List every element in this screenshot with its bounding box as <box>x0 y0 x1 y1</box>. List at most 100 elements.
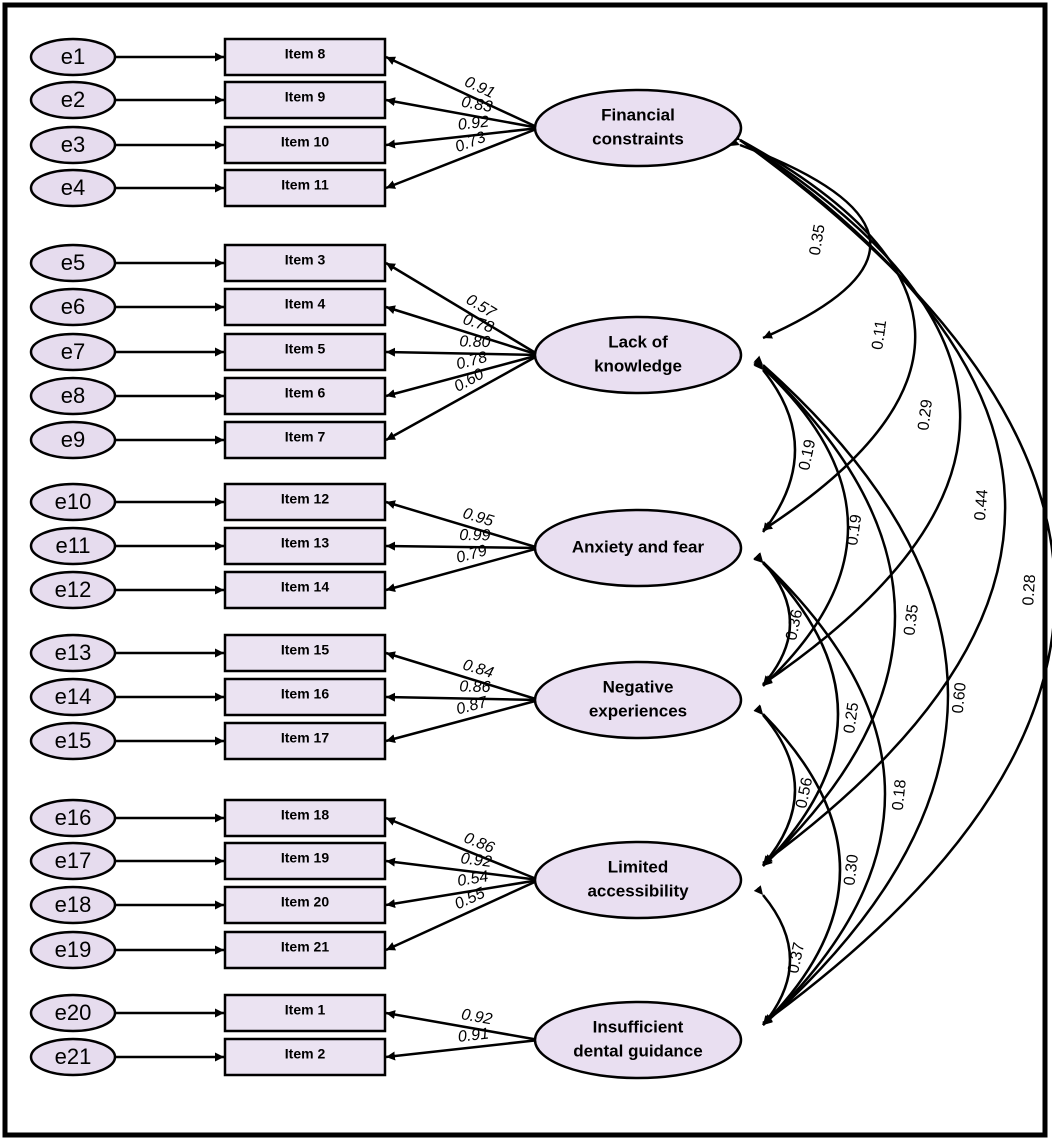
error-label: e11 <box>55 533 90 558</box>
loading-arrow <box>385 878 540 908</box>
indicator-label: Item 3 <box>285 252 326 268</box>
factor-af <box>533 508 743 588</box>
correlation-label: 0.29 <box>915 398 936 431</box>
error-term <box>29 677 117 717</box>
indicator-label: Item 14 <box>281 579 329 595</box>
error-term <box>29 332 117 372</box>
loading-arrow <box>385 857 540 882</box>
error-label: e8 <box>61 383 85 408</box>
indicator-label: Item 5 <box>285 341 326 357</box>
loading-arrow <box>385 353 540 399</box>
error-term <box>29 721 117 761</box>
indicator-box <box>223 37 387 77</box>
indicator-box <box>223 930 387 970</box>
loading-arrow <box>385 878 540 952</box>
indicator-box <box>223 841 387 881</box>
correlation-label: 0.28 <box>1020 574 1039 606</box>
loading-arrow <box>385 651 540 702</box>
error-term <box>29 125 117 165</box>
error-label: e5 <box>61 250 85 275</box>
factor-label: accessibility <box>587 881 689 900</box>
indicator-label: Item 17 <box>281 730 329 746</box>
error-term <box>29 570 117 610</box>
error-term <box>29 633 117 673</box>
indicator-label: Item 6 <box>285 385 326 401</box>
indicator-box <box>223 168 387 208</box>
factor-ne <box>533 660 743 740</box>
indicator-label: Item 19 <box>281 850 329 866</box>
error-term <box>29 243 117 283</box>
loading-label: 0.92 <box>460 850 493 871</box>
error-term <box>29 80 117 120</box>
indicator-label: Item 18 <box>281 807 329 823</box>
error-term <box>29 526 117 566</box>
error-term <box>29 993 117 1033</box>
error-label: e13 <box>55 640 92 665</box>
indicator-label: Item 21 <box>281 939 329 955</box>
error-label: e4 <box>61 175 85 200</box>
correlation-arc-lk-ig <box>753 355 950 1026</box>
indicator-box <box>223 243 387 283</box>
error-term <box>29 841 117 881</box>
factor-label: Anxiety and fear <box>572 537 705 556</box>
indicator-label: Item 4 <box>285 296 326 312</box>
factor-la <box>533 840 743 920</box>
correlation-label: 0.25 <box>841 701 862 734</box>
indicator-label: Item 13 <box>281 535 329 551</box>
loading-label: 0.54 <box>456 868 490 890</box>
indicator-box <box>223 125 387 165</box>
loading-label: 0.92 <box>457 114 490 134</box>
loading-label: 0.86 <box>459 678 491 696</box>
indicator-box <box>223 993 387 1033</box>
error-label: e2 <box>61 87 85 112</box>
error-term <box>29 376 117 416</box>
factor-label: constraints <box>592 129 684 148</box>
error-term <box>29 168 117 208</box>
correlation-arc-af-la <box>753 553 840 867</box>
error-label: e20 <box>55 1000 92 1025</box>
loading-arrows <box>115 52 540 1062</box>
indicator-label: Item 1 <box>285 1002 326 1018</box>
indicator-label: Item 7 <box>285 429 326 445</box>
correlation-label: 0.36 <box>783 608 806 642</box>
correlation-arc-ne-la <box>753 705 797 866</box>
factor-label: Limited <box>608 857 668 876</box>
correlation-arc-ne-ig <box>753 704 842 1026</box>
correlation-label: 0.35 <box>807 223 829 257</box>
factor-label: Insufficient <box>593 1017 684 1036</box>
correlation-arc-lk-la <box>753 357 897 867</box>
loading-label: 0.91 <box>457 1026 490 1046</box>
indicator-box <box>223 633 387 673</box>
factor-label: Negative <box>603 677 674 696</box>
error-term <box>29 420 117 460</box>
loading-arrow <box>385 126 540 149</box>
correlation-arc-fc-ne <box>729 131 962 686</box>
correlation-label: 0.11 <box>869 319 890 351</box>
factor-label: Lack of <box>608 332 668 351</box>
loading-label: 0.83 <box>460 94 494 116</box>
indicator-label: Item 8 <box>285 46 326 62</box>
indicator-label: Item 10 <box>281 134 329 150</box>
indicator-box <box>223 798 387 838</box>
indicator-label: Item 12 <box>281 491 329 507</box>
indicator-label: Item 20 <box>281 894 329 910</box>
loading-arrow <box>385 1010 540 1042</box>
error-label: e21 <box>55 1044 92 1069</box>
loading-arrow <box>385 692 540 702</box>
error-label: e14 <box>55 684 92 709</box>
error-label: e19 <box>55 937 92 962</box>
correlation-label: 0.18 <box>890 778 910 811</box>
indicator-box <box>223 482 387 522</box>
error-term <box>29 798 117 838</box>
correlation-arc-lk-af <box>753 360 797 533</box>
correlation-label: 0.19 <box>844 513 865 546</box>
indicator-label: Item 15 <box>281 642 329 658</box>
factor-label: Financial <box>601 105 675 124</box>
correlation-label: 0.30 <box>841 853 862 886</box>
correlation-arcs <box>729 131 1052 1026</box>
indicator-box <box>223 287 387 327</box>
indicator-box <box>223 526 387 566</box>
correlation-arc-lk-ne <box>753 358 850 687</box>
loading-arrow <box>385 1038 540 1061</box>
